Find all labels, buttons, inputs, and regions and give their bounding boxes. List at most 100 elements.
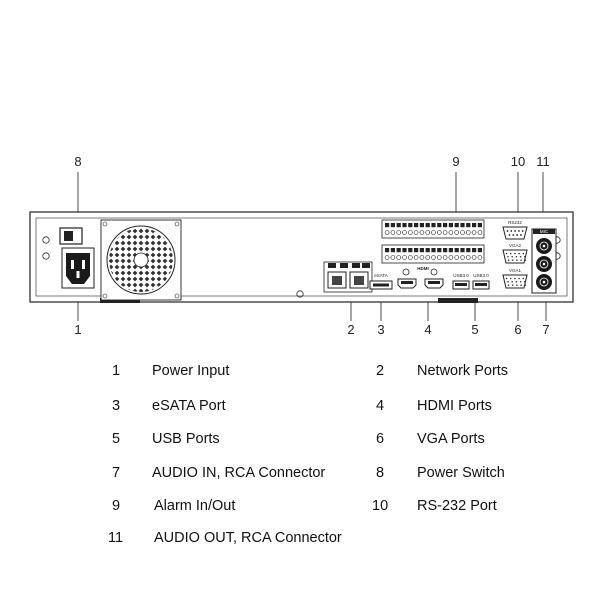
legend-label: Network Ports (417, 363, 509, 379)
terminal-screw (413, 230, 419, 235)
terminal-slot (460, 223, 465, 228)
connector-pin (507, 259, 510, 261)
component-legend: 1 Power Input 2 Network Ports 3 eSATA Po… (0, 355, 600, 555)
legend-label: VGA Ports (417, 431, 485, 447)
terminal-screw (460, 230, 465, 235)
connector-pin (522, 252, 525, 255)
connector-pin (518, 252, 520, 255)
hdmi-port-label: HDMI (417, 266, 429, 271)
legend-label: AUDIO IN, RCA Connector (152, 465, 326, 481)
terminal-slot (477, 223, 482, 228)
connector-pin (511, 284, 514, 286)
terminal-screw (407, 230, 413, 235)
terminal-slot (437, 223, 442, 228)
esata-port: eSATA (369, 273, 393, 290)
callout-2: 2 (347, 322, 354, 337)
fan (100, 219, 182, 301)
terminal-slot (477, 248, 482, 253)
connector-pin (514, 277, 516, 280)
usb-port-label-1: USB3.0 (453, 273, 469, 278)
terminal-slot (396, 223, 401, 228)
terminal-slot (466, 223, 471, 228)
terminal-slot (396, 248, 401, 253)
connector-pin (512, 234, 515, 236)
callout-7: 7 (542, 322, 549, 337)
terminal-slot (448, 248, 453, 253)
connector-pin (516, 284, 518, 286)
terminal-slot (414, 248, 419, 253)
connector-pin (515, 256, 518, 258)
legend-number: 5 (112, 431, 121, 447)
vga-ports: VGA2 VGA1 (502, 243, 528, 289)
connector-pin (516, 259, 518, 261)
connector-pin (521, 230, 524, 232)
legend-number: 2 (376, 363, 385, 379)
connector-pin (518, 277, 520, 280)
terminal-slot (472, 223, 477, 228)
callout-1: 1 (74, 322, 81, 337)
terminal-slot (466, 248, 471, 253)
terminal-slot (460, 248, 465, 253)
power-switch (59, 227, 83, 245)
terminal-slot (408, 223, 413, 228)
terminal-screw (396, 230, 402, 235)
legend-number: 3 (112, 398, 121, 414)
terminal-screw (442, 255, 448, 260)
terminal-slot (425, 223, 430, 228)
terminal-screw (477, 230, 483, 235)
connector-pin (505, 252, 508, 255)
terminal-slot (472, 248, 477, 253)
callout-8: 8 (74, 154, 81, 169)
connector-pin (507, 281, 509, 283)
connector-pin (509, 277, 512, 280)
terminal-screw (425, 255, 431, 260)
connector-pin (508, 234, 511, 236)
terminal-screw (477, 255, 483, 260)
terminal-slot (390, 223, 395, 228)
connector-pin (516, 234, 518, 236)
connector-pin (506, 230, 509, 232)
terminal-screw (460, 255, 465, 260)
connector-pin (514, 252, 516, 255)
legend-number: 11 (108, 530, 124, 546)
rear-panel-diagram: 8 9 10 11 1 2 3 4 5 6 7 (29, 154, 574, 337)
terminal-screw (390, 230, 396, 235)
connector-pin (520, 234, 522, 236)
terminal-screw (419, 230, 425, 235)
terminal-slot (385, 223, 390, 228)
legend-label: Power Switch (417, 465, 505, 481)
callout-3: 3 (377, 322, 384, 337)
legend-number: 7 (112, 465, 121, 481)
terminal-screw (390, 255, 396, 260)
callout-9: 9 (452, 154, 459, 169)
terminal-slot (448, 223, 453, 228)
terminal-slot (419, 248, 424, 253)
connector-pin (520, 259, 522, 261)
legend-label: AUDIO OUT, RCA Connector (154, 530, 342, 546)
terminal-slot (402, 248, 407, 253)
connector-pin (510, 230, 513, 232)
terminal-screw (448, 255, 454, 260)
connector-pin (505, 277, 508, 280)
legend-number: 8 (376, 465, 385, 481)
connector-pin (514, 230, 516, 232)
connector-pin (520, 284, 522, 286)
connector-pin (524, 259, 527, 261)
connector-pin (522, 277, 525, 280)
terminal-screw (471, 230, 477, 235)
terminal-slot (419, 223, 424, 228)
legend-number: 10 (372, 498, 389, 514)
terminal-slot (431, 223, 436, 228)
audio-in-connector-1 (536, 256, 552, 272)
vga-port-label-top: VGA2 (509, 243, 522, 248)
legend-label: HDMI Ports (417, 398, 492, 414)
connector-pin (524, 256, 526, 258)
terminal-slot (443, 248, 448, 253)
usb-ports: USB3.0 USB3.0 (452, 273, 490, 290)
terminal-slot (408, 248, 413, 253)
network-ports (323, 261, 373, 293)
terminal-screw (425, 230, 431, 235)
terminal-slot (385, 248, 390, 253)
connector-pin (524, 281, 526, 283)
audio-rca-connectors: MIC (531, 228, 557, 294)
